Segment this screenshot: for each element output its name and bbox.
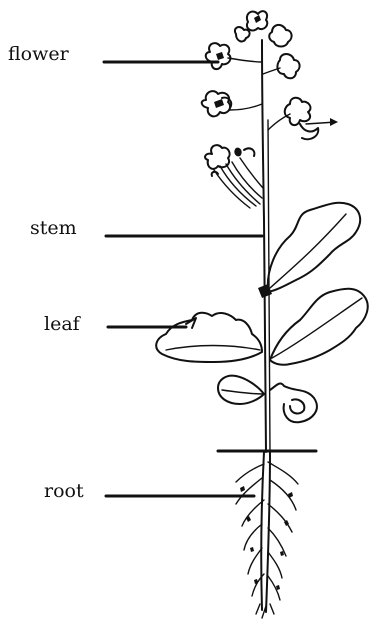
root-system <box>236 452 298 618</box>
label-root-group: root <box>44 480 254 502</box>
label-leaf: leaf <box>44 313 82 335</box>
label-leaf-group: leaf <box>44 313 186 335</box>
leaf-left <box>156 313 262 362</box>
leaf-upper-right <box>258 203 360 298</box>
leaf-lower-left <box>218 376 264 404</box>
label-stem: stem <box>30 217 77 239</box>
label-stem-group: stem <box>30 217 262 239</box>
label-flower-group: flower <box>8 43 218 65</box>
leaf-lower-right <box>270 383 317 422</box>
label-root: root <box>44 480 84 502</box>
flower-cluster <box>202 11 338 208</box>
label-flower: flower <box>8 43 70 65</box>
plant-illustration <box>156 11 367 618</box>
main-stem <box>262 40 270 452</box>
leaf-right <box>270 289 368 365</box>
